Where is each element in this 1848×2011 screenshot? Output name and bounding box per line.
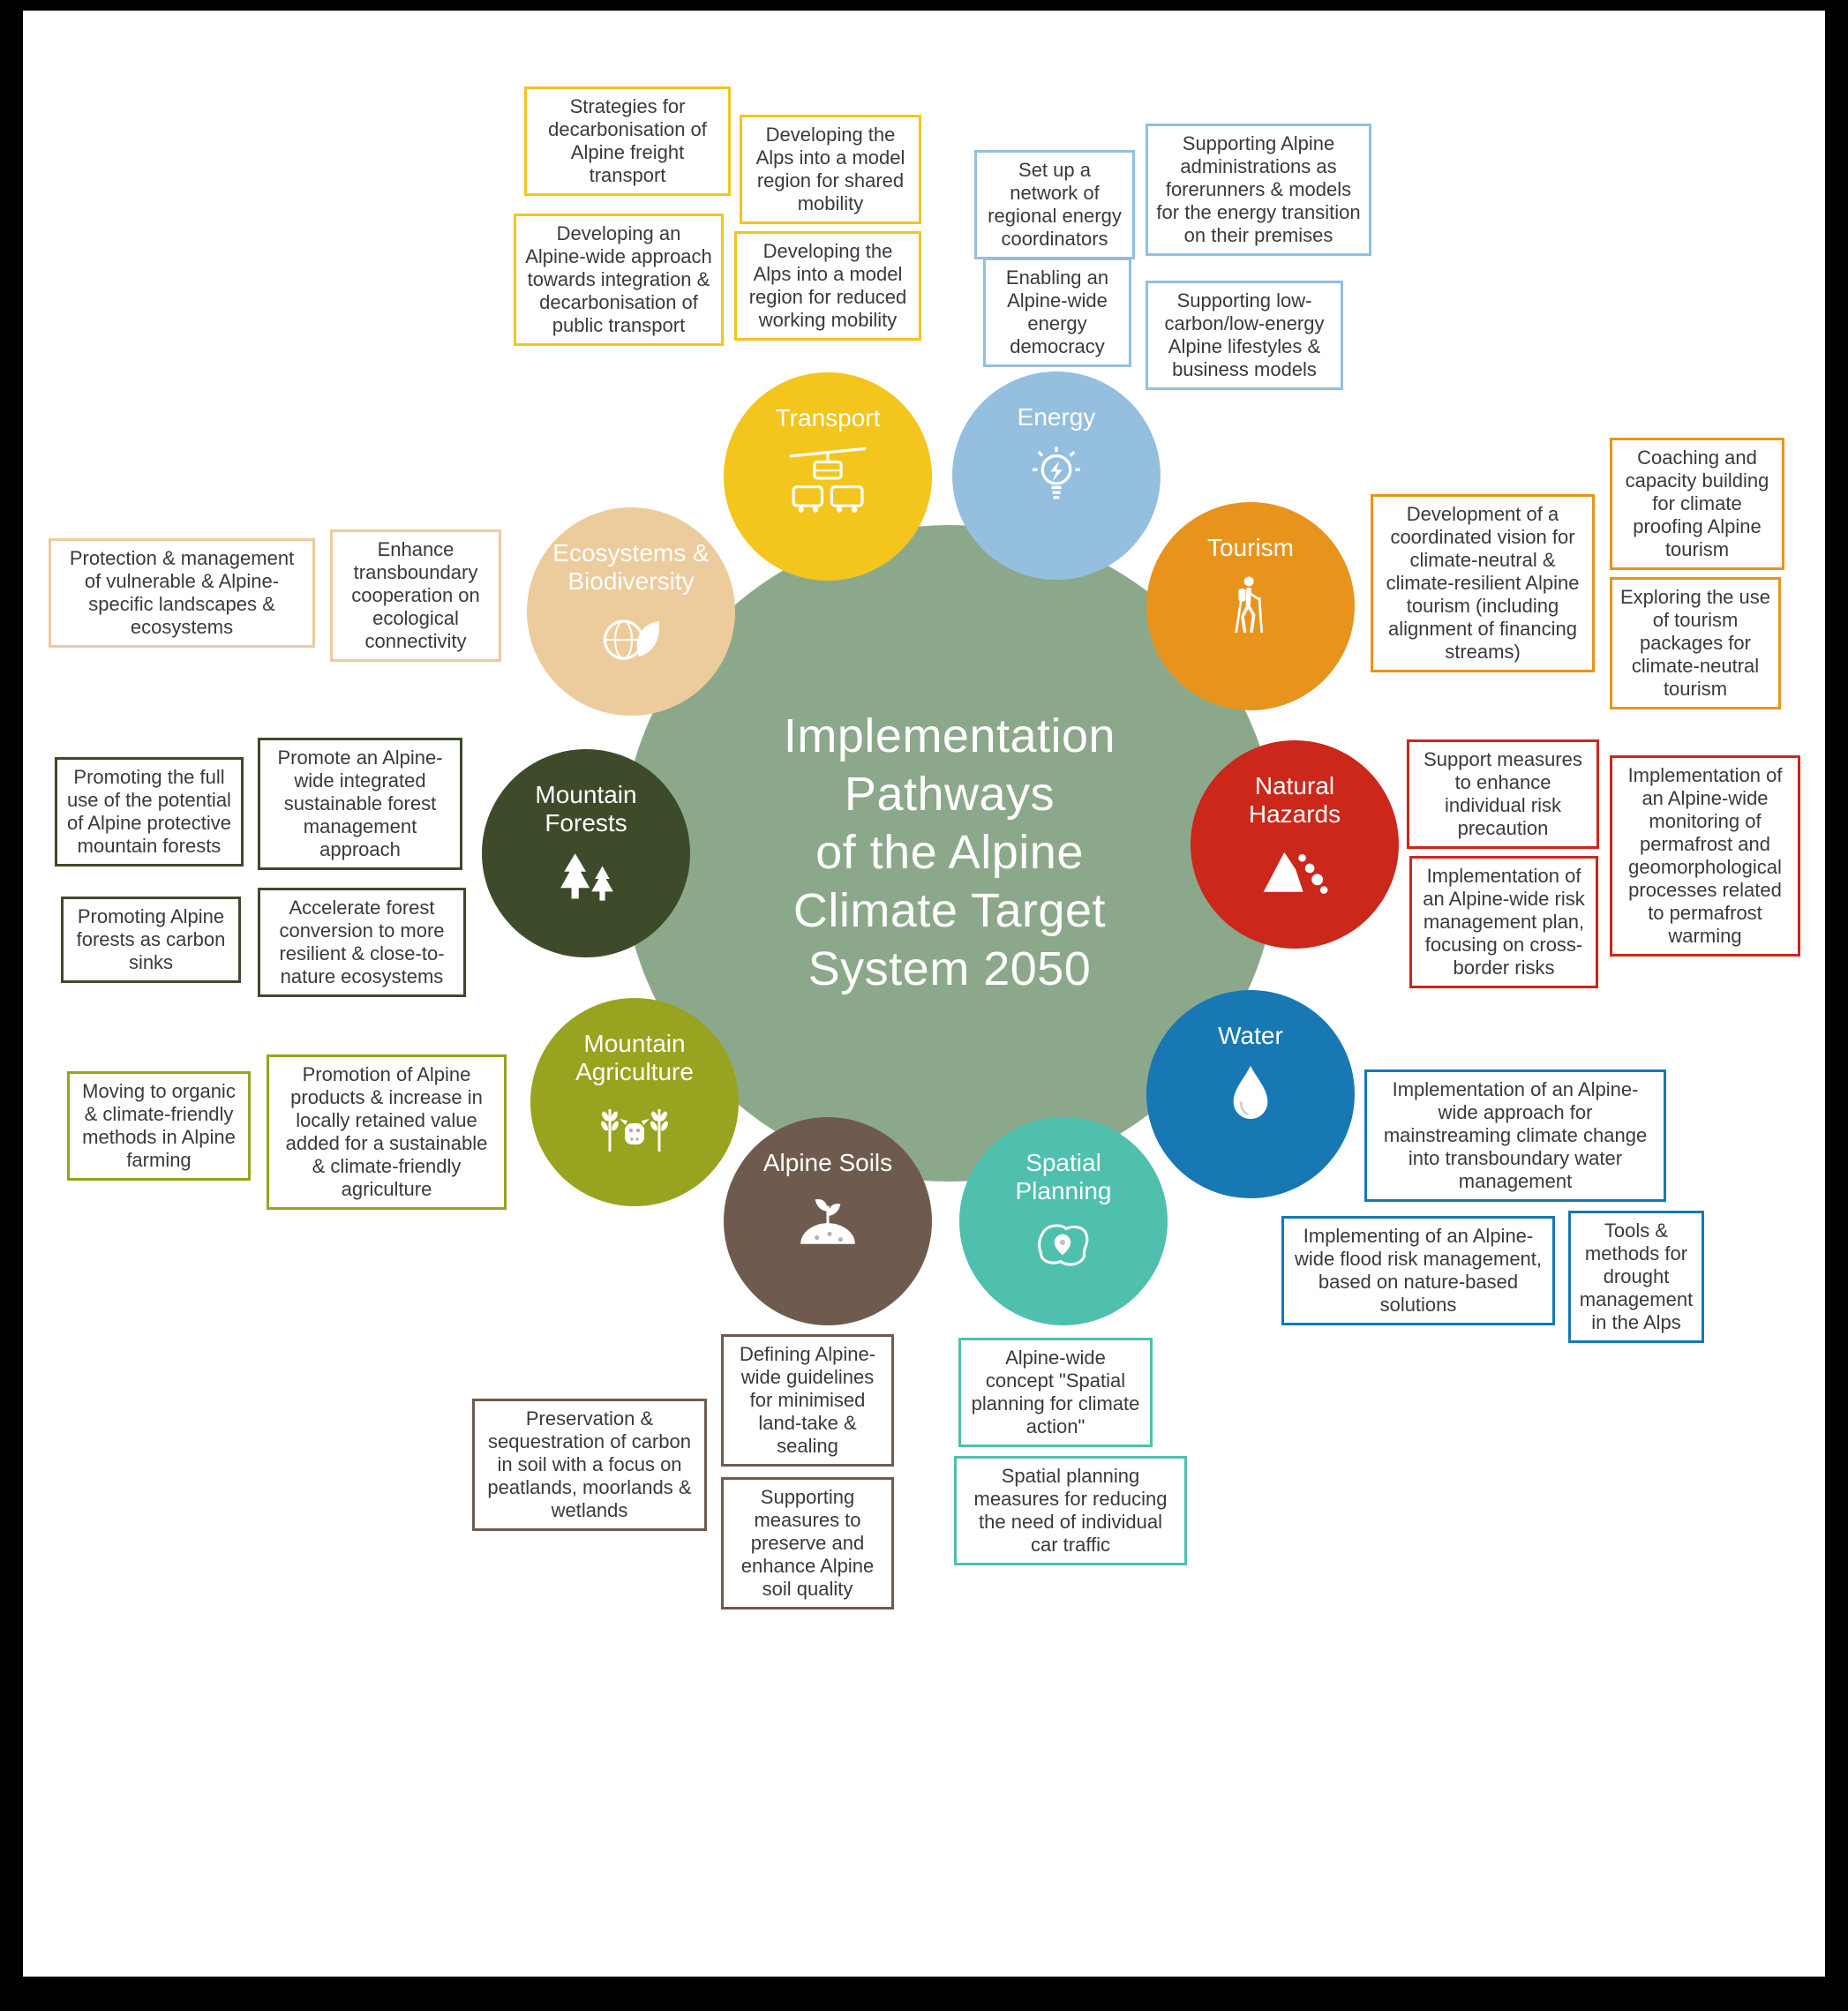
note-ecosystems-0: Protection & management of vulnerable & … xyxy=(49,538,315,648)
sector-circle-transport: Transport xyxy=(724,372,932,581)
soil-sprout-icon xyxy=(795,1189,860,1248)
sector-label-energy: Energy xyxy=(1017,403,1096,431)
note-spatial-planning-1: Spatial planning measures for reducing t… xyxy=(954,1456,1187,1565)
note-alpine-soils-1: Preservation & sequestration of carbon i… xyxy=(472,1399,707,1531)
note-natural-hazards-0: Support measures to enhance individual r… xyxy=(1407,739,1599,849)
hiker-icon xyxy=(1225,574,1276,638)
sector-label-natural-hazards: Natural Hazards xyxy=(1248,772,1341,829)
sector-circle-mountain-forests: Mountain Forests xyxy=(482,749,690,957)
note-transport-3: Developing the Alps into a model region … xyxy=(734,231,921,341)
sector-label-transport: Transport xyxy=(775,404,881,431)
note-energy-3: Supporting low-carbon/low-energy Alpine … xyxy=(1146,281,1343,390)
sector-label-ecosystems: Ecosystems & Biodiversity xyxy=(552,539,710,596)
title-line: Implementation xyxy=(783,709,1116,763)
note-ecosystems-1: Enhance transboundary cooperation on eco… xyxy=(330,529,501,662)
note-tourism-2: Exploring the use of tourism packages fo… xyxy=(1610,577,1781,709)
title-line: System 2050 xyxy=(808,942,1092,995)
note-water-1: Implementing of an Alpine-wide flood ris… xyxy=(1281,1216,1555,1325)
note-natural-hazards-1: Implementation of an Alpine-wide monitor… xyxy=(1610,755,1800,957)
note-water-2: Tools & methods for drought management i… xyxy=(1568,1211,1704,1343)
rockfall-icon xyxy=(1259,841,1330,896)
note-alpine-soils-2: Supporting measures to preserve and enha… xyxy=(721,1477,894,1610)
note-energy-2: Enabling an Alpine-wide energy democracy xyxy=(983,258,1131,367)
note-mountain-forests-2: Promoting Alpine forests as carbon sinks xyxy=(61,897,241,983)
title-line: Climate Target xyxy=(793,883,1107,937)
note-mountain-forests-1: Promote an Alpine-wide integrated sustai… xyxy=(258,738,462,870)
light-bulb-icon xyxy=(1025,444,1088,507)
diagram-title: Implementation Pathways of the Alpine Cl… xyxy=(784,708,1116,998)
note-spatial-planning-0: Alpine-wide concept "Spatial planning fo… xyxy=(958,1338,1153,1447)
note-energy-0: Set up a network of regional energy coor… xyxy=(974,150,1135,259)
globe-leaf-icon xyxy=(597,608,665,668)
sector-label-spatial-planning: Spatial Planning xyxy=(1015,1149,1112,1205)
sector-circle-mountain-agriculture: Mountain Agriculture xyxy=(530,998,739,1206)
sector-label-mountain-agriculture: Mountain Agriculture xyxy=(575,1030,694,1086)
sector-circle-water: Water xyxy=(1146,990,1355,1198)
sector-circle-spatial-planning: Spatial Planning xyxy=(959,1117,1168,1325)
note-tourism-1: Coaching and capacity building for clima… xyxy=(1610,438,1784,570)
sector-label-tourism: Tourism xyxy=(1206,534,1294,561)
sector-label-water: Water xyxy=(1218,1022,1283,1049)
map-pin-icon xyxy=(1032,1218,1095,1272)
note-natural-hazards-2: Implementation of an Alpine-wide risk ma… xyxy=(1409,856,1598,988)
note-water-0: Implementation of an Alpine-wide approac… xyxy=(1364,1069,1666,1202)
sector-label-alpine-soils: Alpine Soils xyxy=(762,1149,893,1176)
sector-circle-tourism: Tourism xyxy=(1146,502,1355,710)
title-line: of the Alpine xyxy=(815,826,1084,880)
sector-label-mountain-forests: Mountain Forests xyxy=(535,781,637,837)
wheat-livestock-icon xyxy=(597,1099,672,1155)
note-mountain-agriculture-0: Moving to organic & climate-friendly met… xyxy=(67,1071,251,1181)
note-mountain-agriculture-1: Promotion of Alpine products & increase … xyxy=(267,1054,507,1210)
note-transport-2: Developing an Alpine-wide approach towar… xyxy=(514,214,724,346)
note-alpine-soils-0: Defining Alpine-wide guidelines for mini… xyxy=(721,1334,894,1467)
note-transport-0: Strategies for decarbonisation of Alpine… xyxy=(524,86,731,196)
note-energy-1: Supporting Alpine administrations as for… xyxy=(1146,124,1371,256)
note-tourism-0: Development of a coordinated vision for … xyxy=(1371,494,1595,672)
sector-circle-natural-hazards: Natural Hazards xyxy=(1191,740,1399,949)
note-mountain-forests-3: Accelerate forest conversion to more res… xyxy=(258,888,466,997)
note-transport-1: Developing the Alps into a model region … xyxy=(740,115,921,224)
sector-circle-alpine-soils: Alpine Soils xyxy=(724,1117,932,1325)
sector-circle-energy: Energy xyxy=(952,371,1161,580)
sector-circle-ecosystems: Ecosystems & Biodiversity xyxy=(527,507,735,716)
cable-car-transit-icon xyxy=(785,445,870,515)
title-line: Pathways xyxy=(844,768,1055,822)
pine-trees-icon xyxy=(553,850,619,912)
water-drop-icon xyxy=(1223,1062,1278,1126)
note-mountain-forests-0: Promoting the full use of the potential … xyxy=(55,757,244,867)
